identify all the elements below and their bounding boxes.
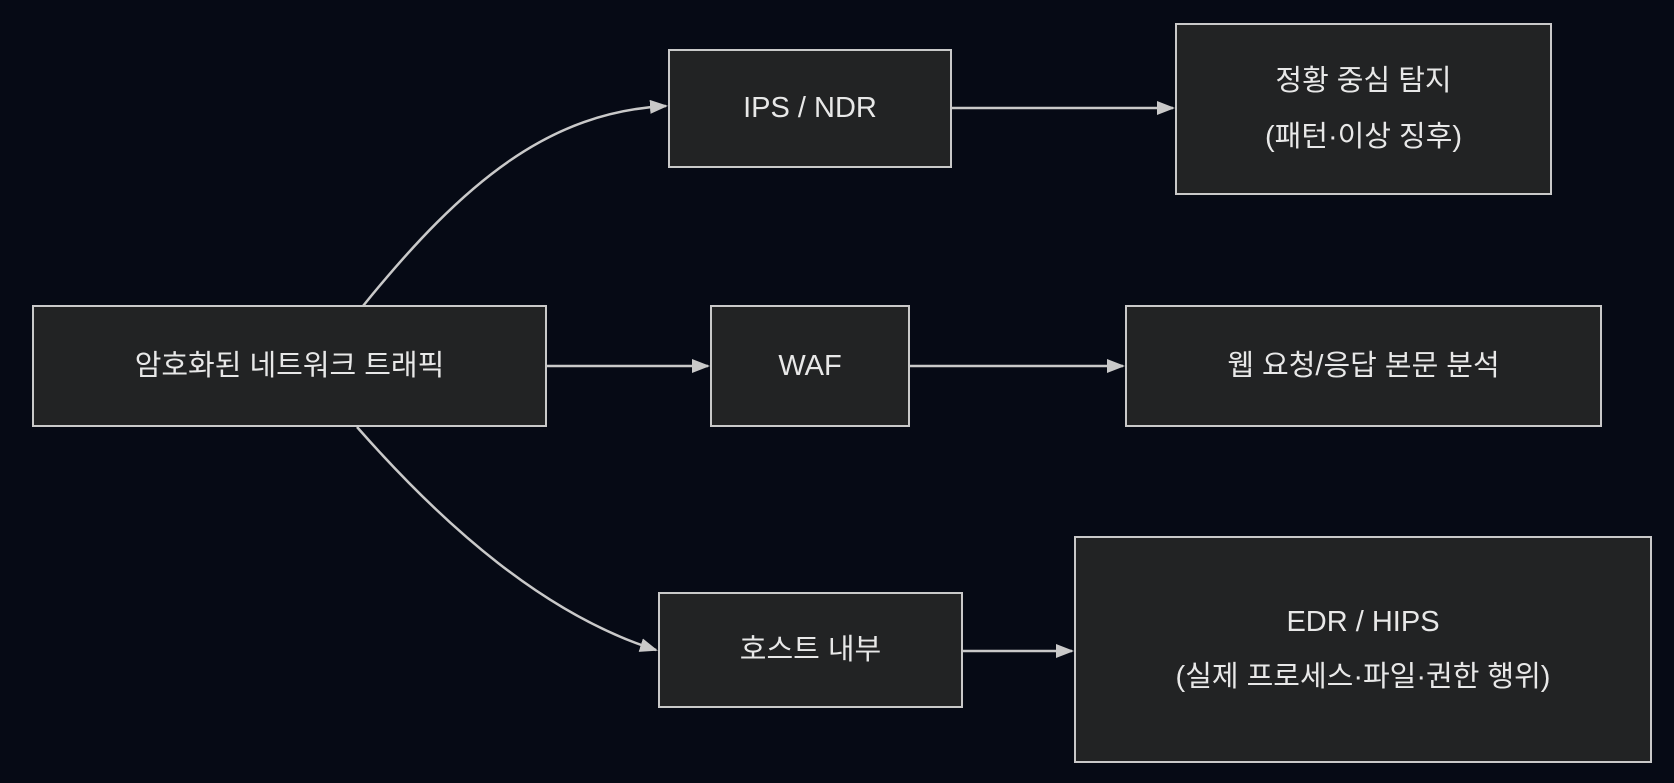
node-label: 웹 요청/응답 본문 분석 — [1227, 349, 1500, 382]
node-label: WAF — [778, 349, 842, 382]
node-waf: WAF — [710, 305, 910, 427]
node-label-line1: EDR / HIPS — [1286, 605, 1440, 638]
node-edr-hips: EDR / HIPS (실제 프로세스·파일·권한 행위) — [1074, 536, 1652, 763]
node-label-line2: (실제 프로세스·파일·권한 행위) — [1175, 660, 1551, 693]
node-label: 호스트 내부 — [739, 633, 882, 666]
node-encrypted-network-traffic: 암호화된 네트워크 트래픽 — [32, 305, 547, 427]
node-host-internal: 호스트 내부 — [658, 592, 963, 708]
edge-source-to-ips — [362, 99, 668, 307]
node-label-line1: 정황 중심 탐지 — [1275, 65, 1452, 97]
node-label-line2: (패턴·이상 징후) — [1264, 121, 1463, 153]
node-context-detection: 정황 중심 탐지 (패턴·이상 징후) — [1175, 23, 1552, 195]
node-web-body-analysis: 웹 요청/응답 본문 분석 — [1125, 305, 1602, 427]
node-ips-ndr: IPS / NDR — [668, 49, 952, 168]
node-label: IPS / NDR — [743, 92, 877, 124]
node-label: 암호화된 네트워크 트래픽 — [134, 349, 445, 382]
edge-source-to-host — [356, 426, 658, 652]
